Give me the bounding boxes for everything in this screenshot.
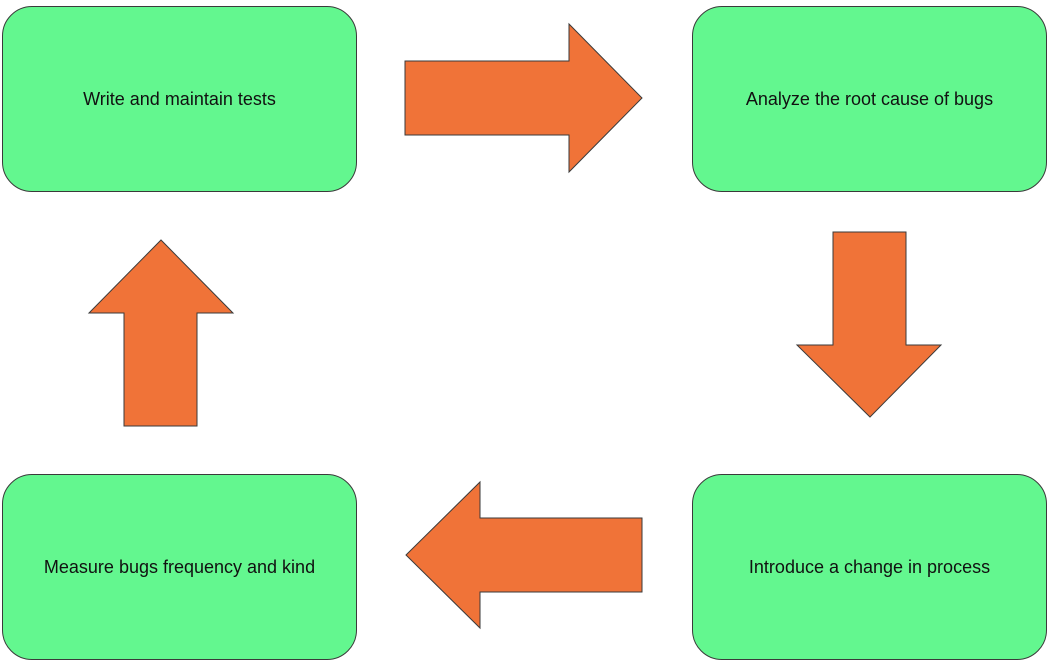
node-measure-bugs: Measure bugs frequency and kind	[2, 474, 357, 660]
node-measure-bugs-label: Measure bugs frequency and kind	[43, 556, 316, 577]
arrow-right-icon	[404, 22, 643, 174]
node-introduce-change: Introduce a change in process	[692, 474, 1047, 660]
node-write-tests-label: Write and maintain tests	[83, 88, 276, 109]
node-introduce-change-label: Introduce a change in process	[748, 556, 991, 577]
node-analyze-root-cause: Analyze the root cause of bugs	[692, 6, 1047, 192]
node-write-tests: Write and maintain tests	[2, 6, 357, 192]
arrow-left-icon	[405, 480, 643, 630]
node-analyze-root-cause-label: Analyze the root cause of bugs	[745, 88, 994, 109]
arrow-up-icon	[87, 239, 235, 427]
arrow-down-icon	[795, 231, 943, 418]
